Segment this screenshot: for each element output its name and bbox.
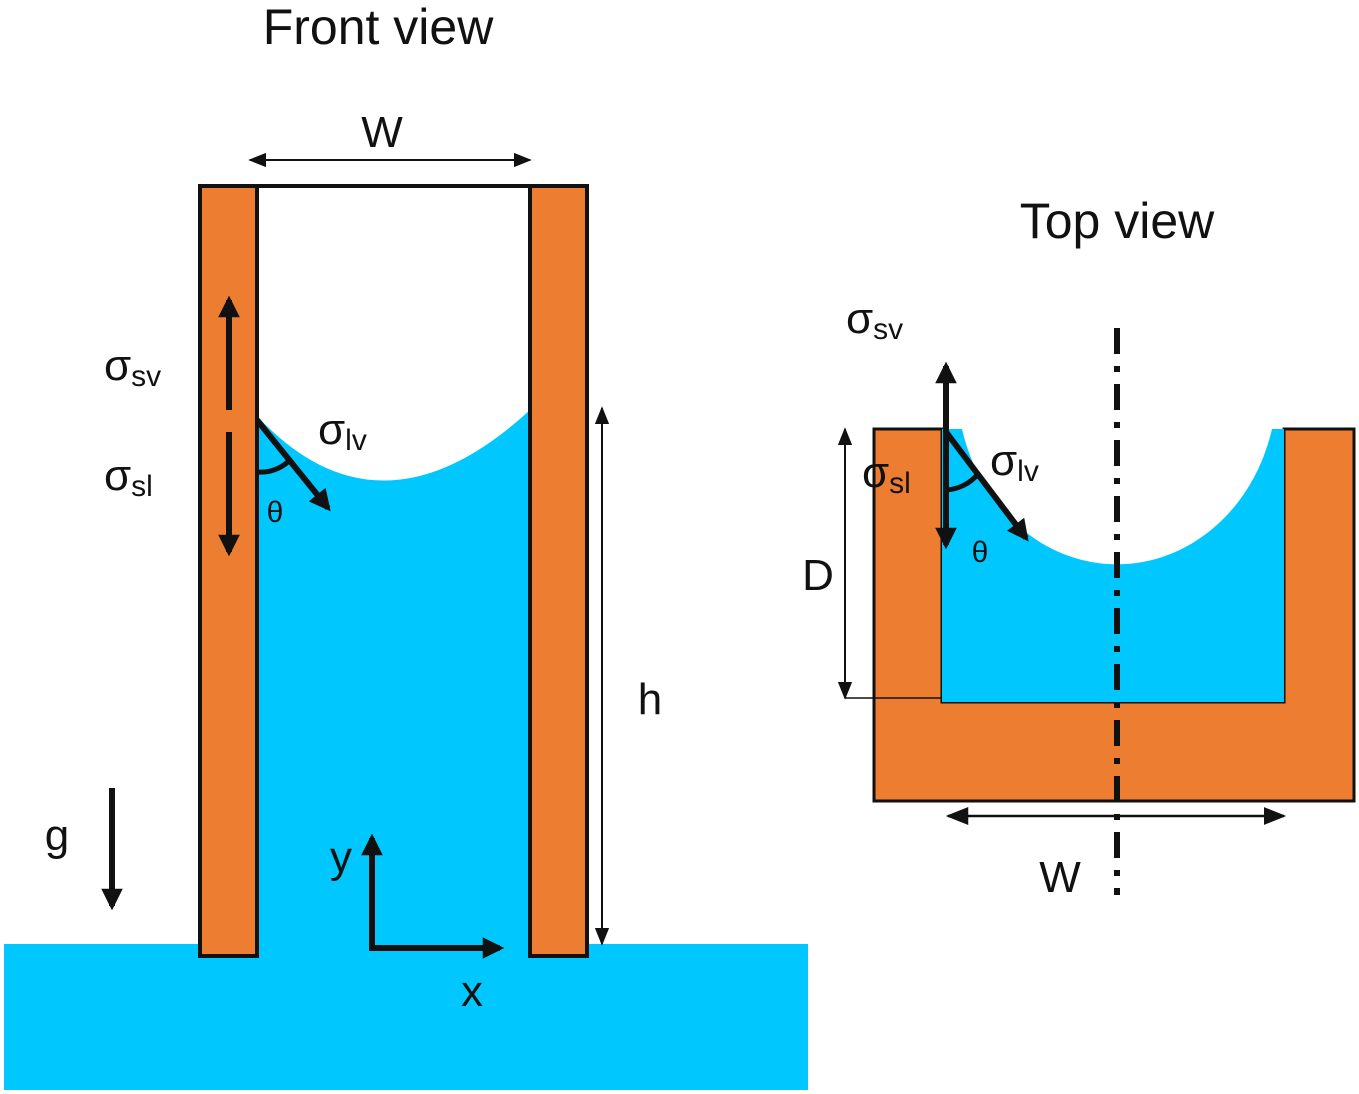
right-plate bbox=[528, 184, 589, 958]
top-view: Top view D W θ σsv σsl σlv bbox=[802, 193, 1356, 902]
liquid-reservoir bbox=[4, 944, 808, 1090]
gravity-label: g bbox=[45, 811, 69, 860]
front-sigma-sv-label: σsv bbox=[104, 341, 161, 393]
depth-label: D bbox=[802, 551, 834, 600]
x-axis-label: x bbox=[461, 967, 483, 1016]
front-sigma-lv-label: σlv bbox=[318, 405, 367, 457]
top-width-label: W bbox=[1039, 853, 1081, 902]
top-sigma-lv-label: σlv bbox=[990, 436, 1039, 488]
contact-angle-arc bbox=[256, 459, 291, 475]
front-theta-label: θ bbox=[267, 496, 284, 529]
sigma-lv-arrow bbox=[254, 418, 331, 512]
top-sigma-lv-arrow bbox=[943, 430, 1029, 542]
front-sigma-sl-label: σsl bbox=[104, 451, 153, 503]
top-theta-label: θ bbox=[972, 536, 989, 569]
front-width-label: W bbox=[361, 108, 403, 157]
top-sigma-sl-label: σsl bbox=[862, 448, 911, 500]
front-view: Front view W h g y x θ σsv σsl σlv bbox=[4, 0, 808, 1090]
front-view-title: Front view bbox=[263, 0, 495, 55]
top-sigma-sv-label: σsv bbox=[846, 294, 903, 346]
height-label: h bbox=[638, 675, 662, 724]
channel-liquid bbox=[942, 429, 1284, 702]
liquid-column bbox=[257, 410, 530, 950]
y-axis-label: y bbox=[330, 833, 352, 882]
top-view-title: Top view bbox=[1020, 193, 1215, 249]
top-contact-angle-arc bbox=[945, 472, 980, 493]
